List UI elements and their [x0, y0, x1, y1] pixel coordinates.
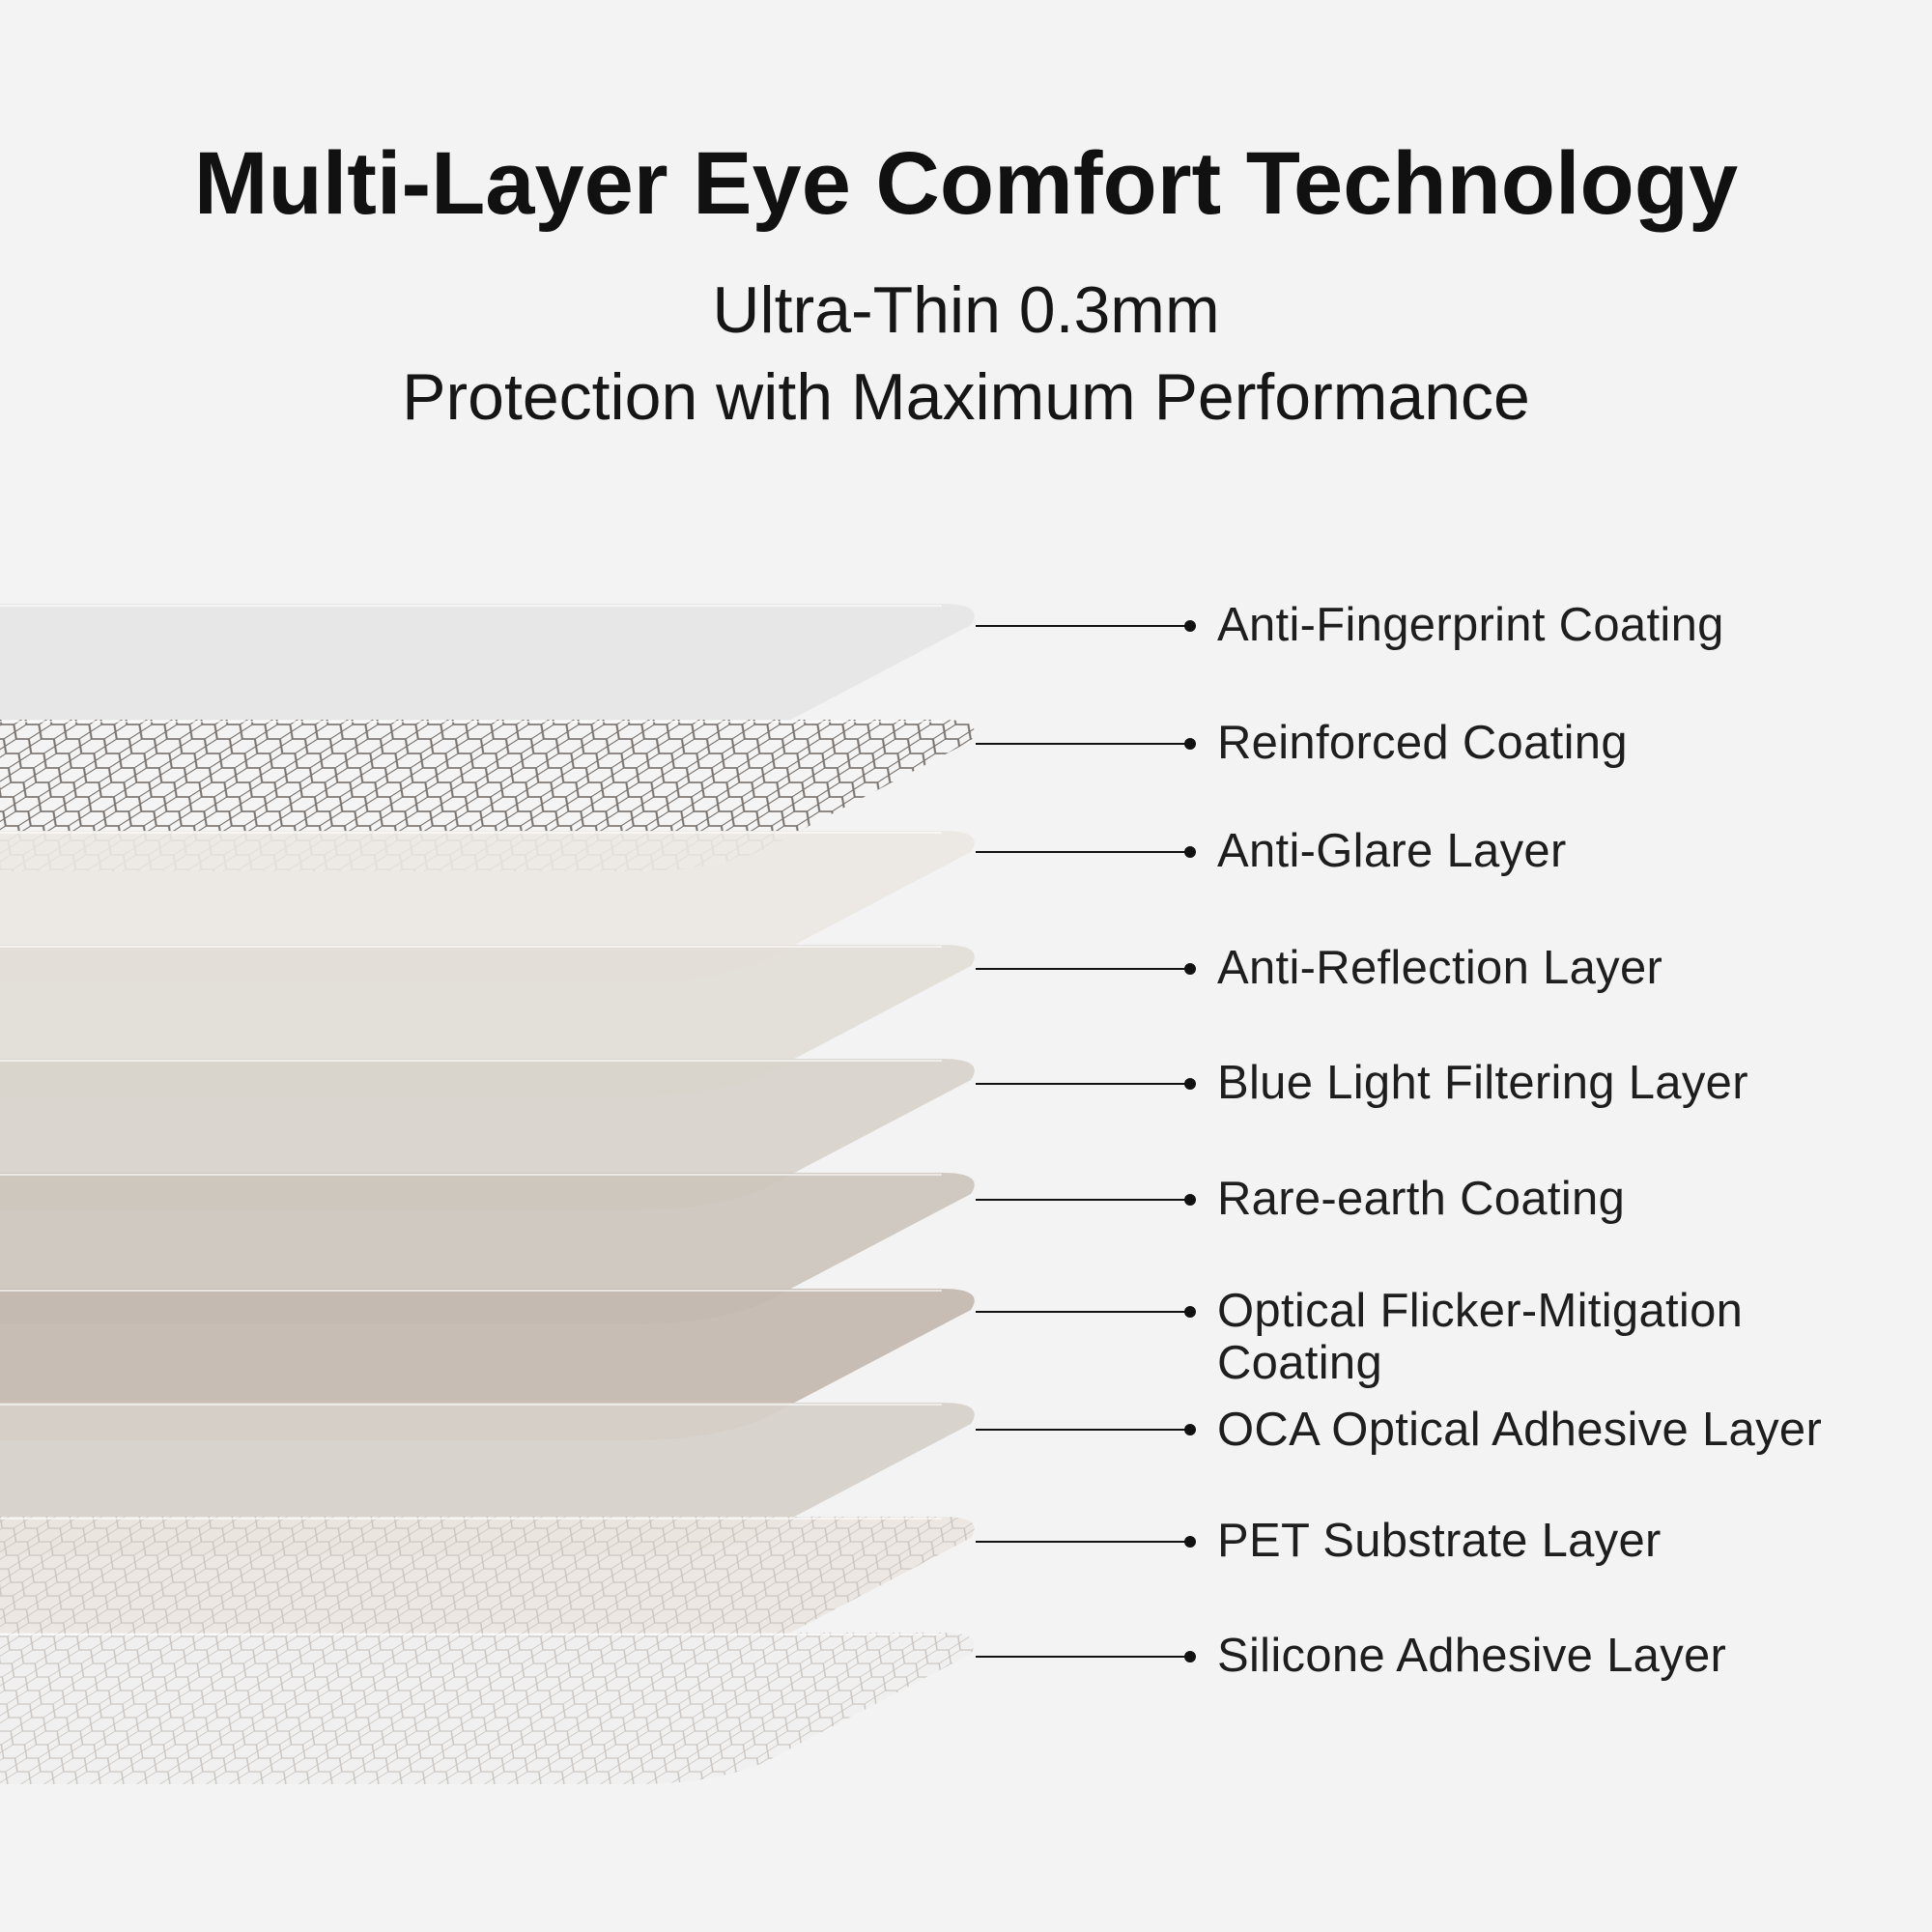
layer-label: Silicone Adhesive Layer	[1217, 1630, 1727, 1682]
layer-plates	[0, 604, 975, 1784]
layer-plate	[0, 1059, 975, 1210]
layer-label: Reinforced Coating	[1217, 717, 1628, 769]
layer-label: Anti-Glare Layer	[1217, 825, 1567, 877]
leader-dot	[1184, 738, 1196, 750]
leader-dot	[1184, 1194, 1196, 1206]
layer-plate	[0, 604, 975, 755]
layer-label-line-2: Coating	[1217, 1337, 1382, 1389]
layer-plate	[0, 1173, 975, 1324]
leader-dot	[1184, 1078, 1196, 1090]
leader-dot	[1184, 963, 1196, 975]
layer-label: Anti-Reflection Layer	[1217, 942, 1663, 994]
layer-label: Blue Light Filtering Layer	[1217, 1057, 1748, 1109]
layer-label: Anti-Fingerprint Coating	[1217, 599, 1724, 651]
hex-mesh-pattern-light	[0, 1517, 975, 1668]
subtitle-line-2: Protection with Maximum Performance	[402, 360, 1530, 434]
layer-label: OCA Optical Adhesive Layer	[1217, 1404, 1823, 1456]
leader-dot	[1184, 1306, 1196, 1318]
subtitle-line-1: Ultra-Thin 0.3mm	[712, 273, 1220, 347]
layer-label: Rare-earth Coating	[1217, 1173, 1626, 1225]
page-title: Multi-Layer Eye Comfort Technology	[193, 134, 1739, 233]
leader-dot	[1184, 1651, 1196, 1662]
leader-lines	[976, 620, 1196, 1662]
layer-plate	[0, 831, 975, 982]
leader-dot	[1184, 846, 1196, 858]
hex-mesh-pattern-light	[0, 1633, 975, 1784]
layer-label-line-1: Optical Flicker-Mitigation	[1217, 1285, 1744, 1337]
layer-plate	[0, 1403, 975, 1554]
layer-plate	[0, 945, 975, 1096]
layer-plate	[0, 1289, 975, 1440]
layer-label: PET Substrate Layer	[1217, 1515, 1662, 1567]
leader-dot	[1184, 1424, 1196, 1435]
leader-dot	[1184, 1536, 1196, 1548]
leader-dot	[1184, 620, 1196, 632]
